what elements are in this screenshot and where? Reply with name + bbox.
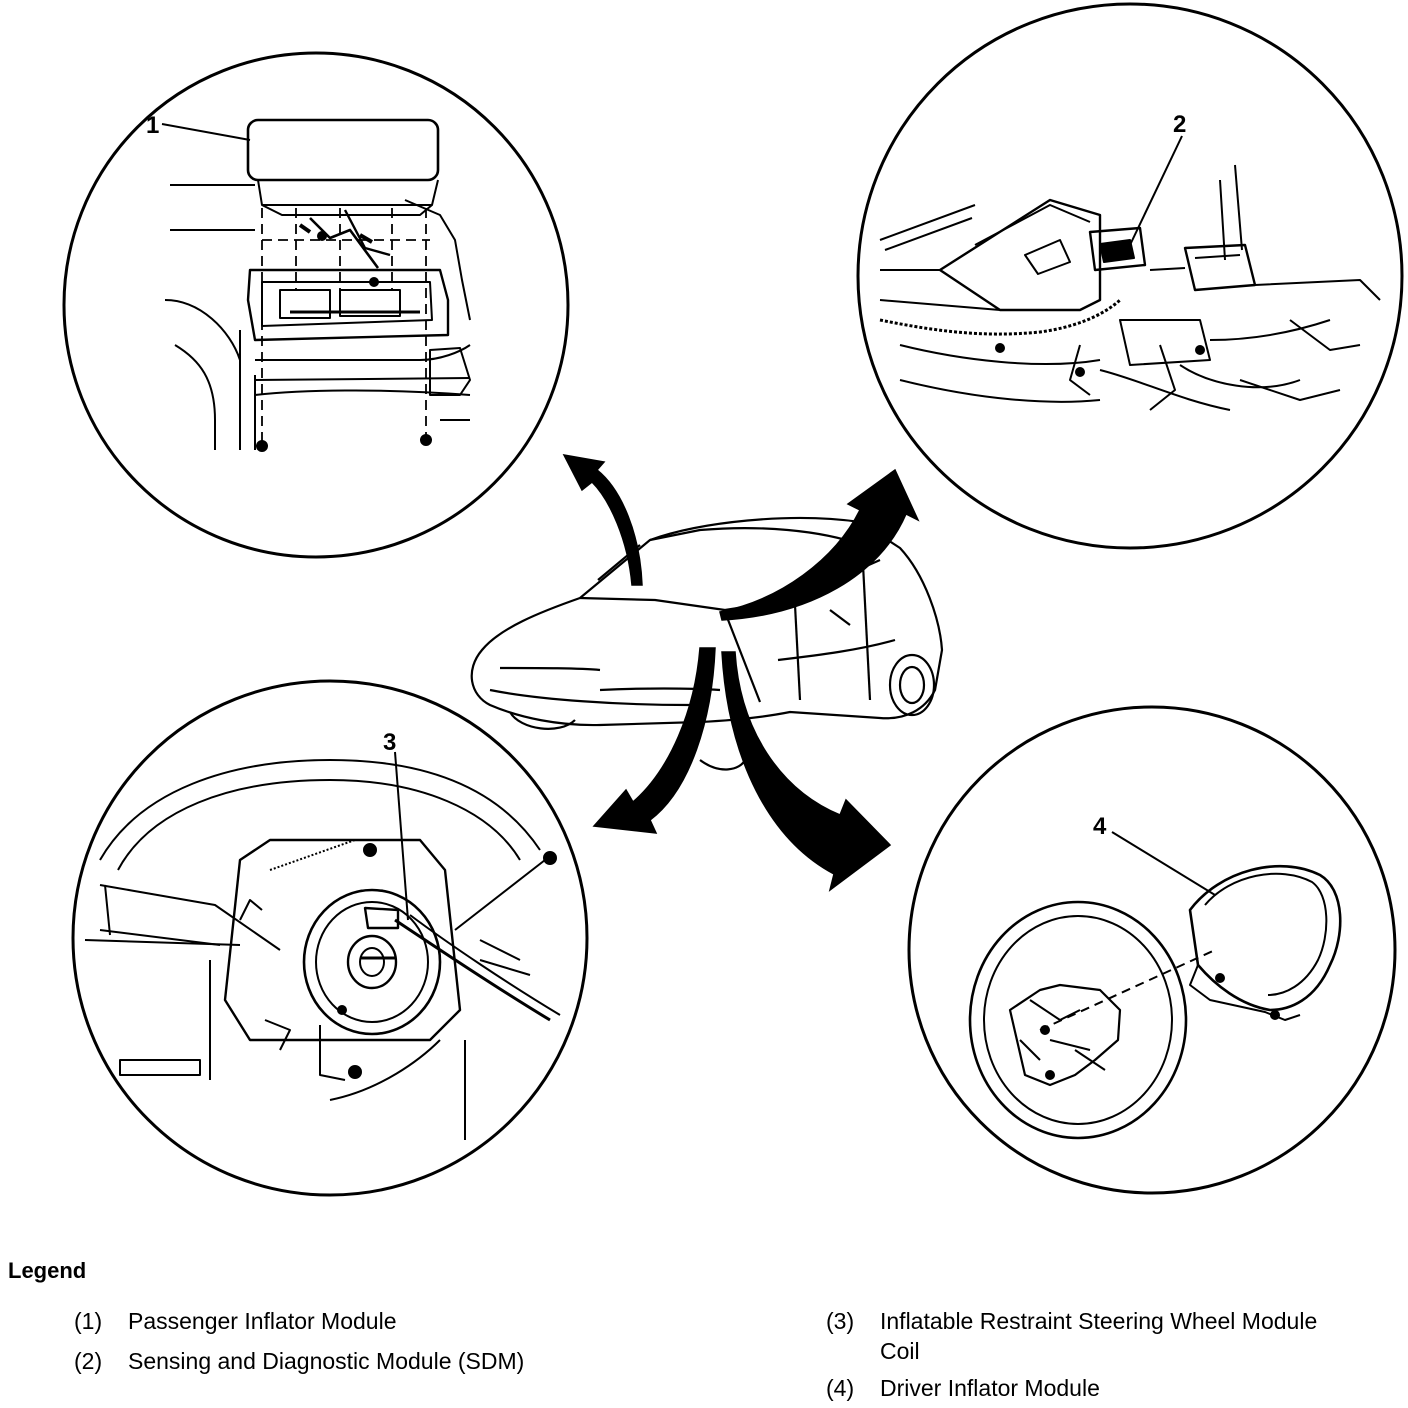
- arrow-to-passenger-module: [562, 454, 643, 586]
- callout-4: 4: [1093, 813, 1107, 840]
- detail-sensing-diagnostic-module: 2: [856, 2, 1404, 550]
- legend-item-text: Driver Inflator Module: [880, 1375, 1100, 1401]
- callout-1: 1: [146, 112, 159, 139]
- legend-item-text: Sensing and Diagnostic Module (SDM): [128, 1348, 525, 1374]
- callout-3: 3: [383, 729, 396, 756]
- callout-line-4: [1111, 831, 1216, 896]
- callout-line-2: [1129, 135, 1183, 246]
- legend-item-number: (4): [826, 1375, 855, 1401]
- detail-passenger-inflator-module: 1: [62, 51, 570, 559]
- legend-item-1: (1) Passenger Inflator Module: [74, 1306, 397, 1336]
- airbag-component-location-diagram: 1: [62, 2, 1404, 1197]
- legend-item-number: (1): [74, 1308, 103, 1334]
- legend-item-2: (2) Sensing and Diagnostic Module (SDM): [74, 1346, 524, 1376]
- legend-item-number: (3): [826, 1308, 855, 1334]
- legend-item-number: (2): [74, 1348, 103, 1374]
- arrow-to-driver-module: [721, 651, 892, 892]
- detail-driver-inflator-module: 4: [907, 705, 1397, 1195]
- pointer-arrows: [562, 454, 920, 892]
- callout-2: 2: [1173, 111, 1186, 138]
- legend-item-text: Inflatable Restraint Steering Wheel Modu…: [880, 1308, 1318, 1364]
- arrow-to-steering-coil: [592, 647, 716, 834]
- callout-line-1: [161, 123, 251, 141]
- arrow-to-sdm: [719, 468, 920, 621]
- legend-item-3: (3) Inflatable Restraint Steering Wheel M…: [826, 1306, 1350, 1366]
- legend-item-text: Passenger Inflator Module: [128, 1308, 397, 1334]
- detail-steering-wheel-module-coil: 3: [71, 679, 589, 1197]
- callout-line-3: [394, 751, 409, 921]
- legend-item-4: (4) Driver Inflator Module: [826, 1373, 1100, 1403]
- legend-title: Legend: [8, 1258, 87, 1283]
